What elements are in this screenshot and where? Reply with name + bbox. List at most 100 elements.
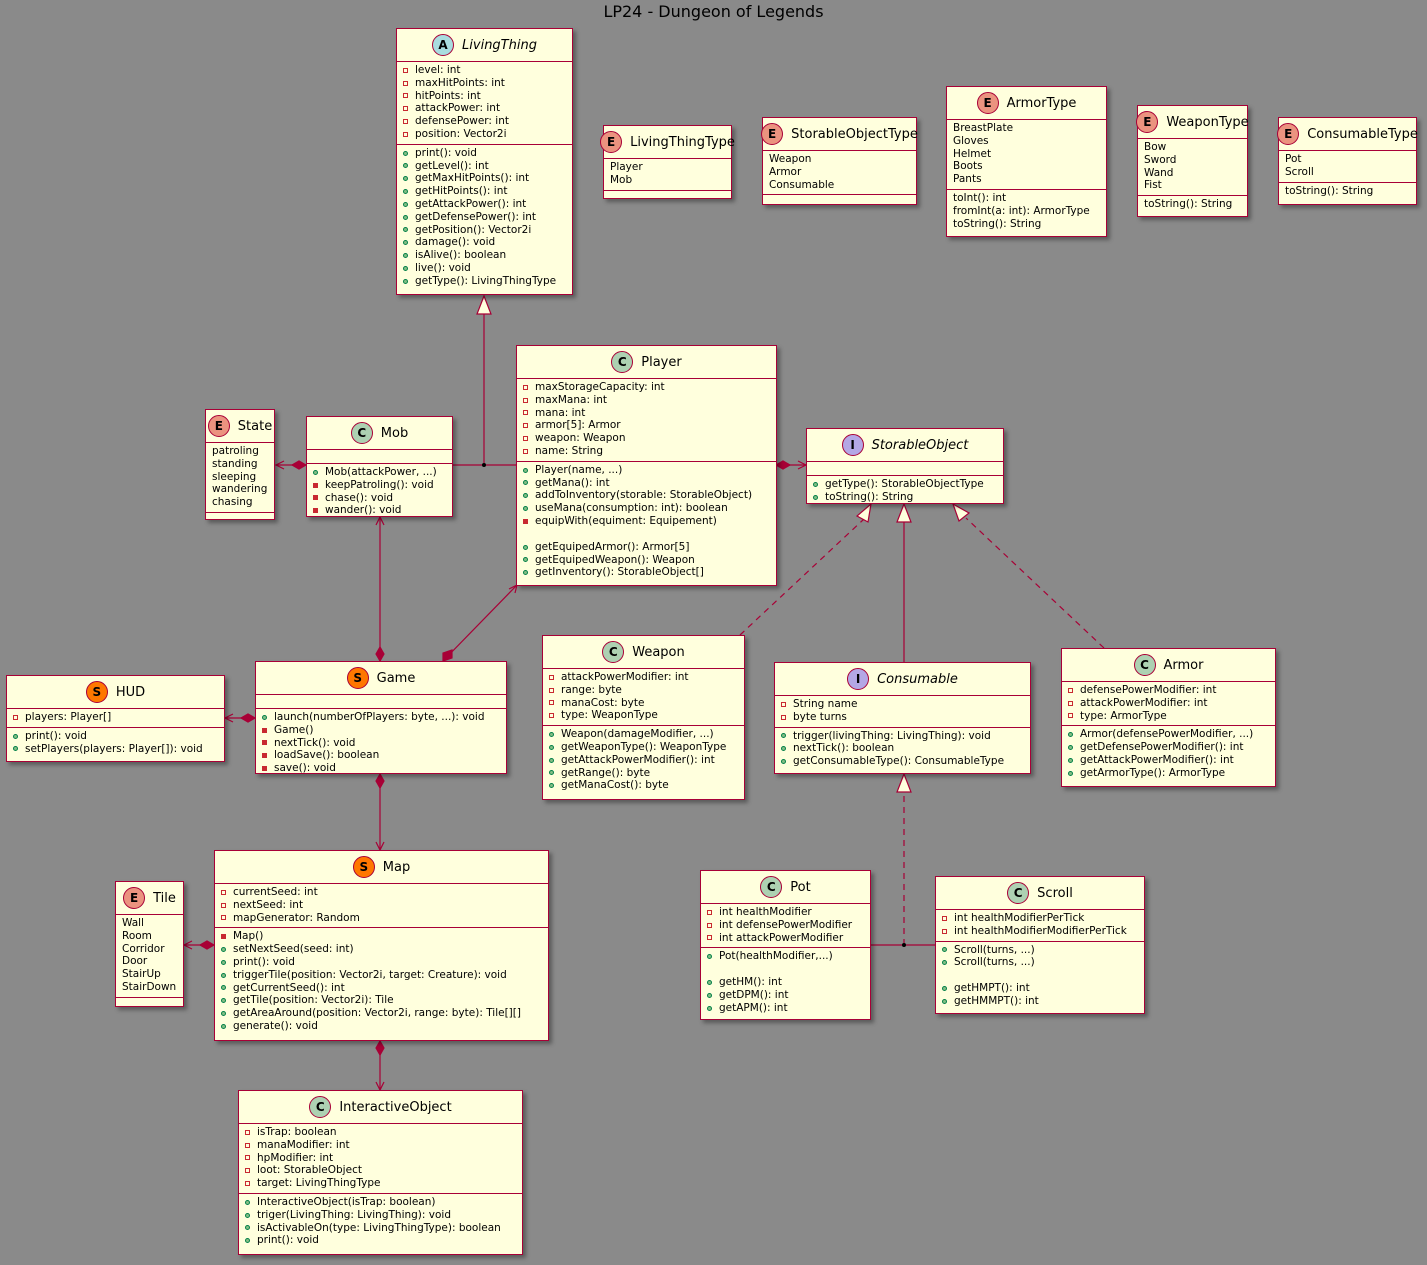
field-text: maxStorageCapacity: int — [535, 381, 665, 393]
method-text: getDefensePower(): int — [415, 210, 537, 223]
method-text: getAPM(): int — [719, 1001, 788, 1014]
method-text: getEquipedWeapon(): Weapon — [535, 553, 695, 566]
field-text: range: byte — [561, 683, 622, 696]
method-text: keepPatroling(): void — [325, 478, 434, 491]
method: getEquipedArmor(): Armor[5] — [523, 541, 770, 554]
method: live(): void — [403, 262, 566, 275]
private-field-visibility-icon — [707, 922, 712, 928]
field-list: players: Player[] — [7, 709, 224, 728]
private-method-visibility-icon — [523, 518, 528, 524]
class-name: Mob — [380, 425, 409, 441]
private-field-visibility-icon — [707, 909, 712, 915]
public-visibility-icon — [403, 253, 408, 259]
field-text: int healthModifierModifierPerTick — [954, 924, 1127, 937]
public-visibility-icon — [245, 1199, 250, 1205]
stereotype-c-icon: C — [602, 641, 625, 663]
public-visibility-icon — [549, 732, 554, 738]
enum-methods: toString(): String — [1279, 183, 1416, 201]
private-field-visibility-icon — [403, 106, 408, 112]
field: hitPoints: int — [403, 90, 566, 103]
method-text: getInventory(): StorableObject[] — [535, 566, 704, 579]
inheritance-arrowhead-livingthing — [476, 294, 492, 315]
field-list — [307, 450, 452, 464]
method-text: InteractiveObject(isTrap: boolean) — [257, 1195, 436, 1208]
field-text: armor[5]: Armor — [535, 419, 621, 432]
enum-literal: Weapon — [769, 153, 812, 165]
method: getHM(): int — [707, 976, 864, 989]
field: defensePower: int — [403, 115, 566, 128]
method: chase(): void — [313, 492, 446, 505]
method-text: isAlive(): boolean — [415, 249, 507, 262]
method: wander(): void — [313, 504, 446, 517]
method-list: Armor(defensePowerModifier, ...)getDefen… — [1062, 726, 1275, 782]
field-text: defensePowerModifier: int — [1080, 684, 1217, 696]
private-field-visibility-icon — [403, 93, 408, 99]
method-text: getType(): LivingThingType — [415, 274, 557, 287]
method-text: getAttackPower(): int — [415, 197, 527, 210]
class-name: Consumable — [877, 671, 958, 687]
method: getHMMPT(): int — [942, 995, 1138, 1008]
public-visibility-icon — [403, 214, 408, 220]
method: getMana(): int — [523, 477, 770, 490]
field: position: Vector2i — [403, 128, 566, 141]
method-text: equipWith(equiment: Equipement) — [535, 514, 717, 527]
private-method-visibility-icon — [313, 508, 318, 514]
class-name: LivingThingType — [630, 134, 735, 150]
method: triggerTile(position: Vector2i, target: … — [221, 969, 542, 982]
diagram-title: LP24 - Dungeon of Legends — [603, 2, 824, 21]
private-field-visibility-icon — [245, 1142, 250, 1148]
method: useMana(consumption: int): boolean — [523, 502, 770, 515]
method: isActivableOn(type: LivingThingType): bo… — [245, 1222, 516, 1235]
public-visibility-icon — [221, 1011, 226, 1017]
field-text: hpModifier: int — [257, 1151, 334, 1164]
field: isTrap: boolean — [245, 1126, 516, 1139]
method-text: getAttackPowerModifier(): int — [561, 753, 715, 766]
enum-literal: Boots — [953, 160, 983, 173]
field-text: currentSeed: int — [233, 886, 318, 898]
public-visibility-icon — [221, 959, 226, 965]
private-method-visibility-icon — [313, 482, 318, 488]
stereotype-s-icon: S — [346, 667, 369, 689]
method-text: useMana(consumption: int): boolean — [535, 502, 728, 515]
enum-method: toString(): String — [1144, 198, 1233, 211]
stereotype-e-icon: E — [123, 887, 146, 909]
private-method-visibility-icon — [262, 766, 267, 772]
public-visibility-icon — [245, 1238, 250, 1244]
public-visibility-icon — [13, 733, 18, 739]
public-visibility-icon — [942, 947, 947, 953]
class-name: Armor — [1163, 657, 1204, 673]
field: manaCost: byte — [549, 697, 738, 710]
stereotype-e-icon: E — [1277, 123, 1300, 145]
enum-method: toString(): String — [953, 217, 1042, 230]
spacer — [523, 528, 770, 541]
class-name: Pot — [790, 879, 811, 895]
method: getAttackPowerModifier(): int — [549, 754, 738, 767]
public-visibility-icon — [403, 201, 408, 207]
method: getType(): StorableObjectType — [813, 478, 997, 491]
private-field-visibility-icon — [403, 80, 408, 86]
stereotype-c-icon: C — [350, 422, 373, 444]
method: getTile(position: Vector2i): Tile — [221, 994, 542, 1007]
field: defensePowerModifier: int — [1068, 684, 1269, 697]
stereotype-e-icon: E — [1136, 111, 1159, 133]
method: addToInventory(storable: StorableObject) — [523, 489, 770, 502]
enum-literal: Wall — [122, 917, 144, 929]
method-text: print(): void — [233, 955, 295, 968]
private-field-visibility-icon — [523, 436, 528, 442]
method-text: wander(): void — [325, 504, 402, 517]
